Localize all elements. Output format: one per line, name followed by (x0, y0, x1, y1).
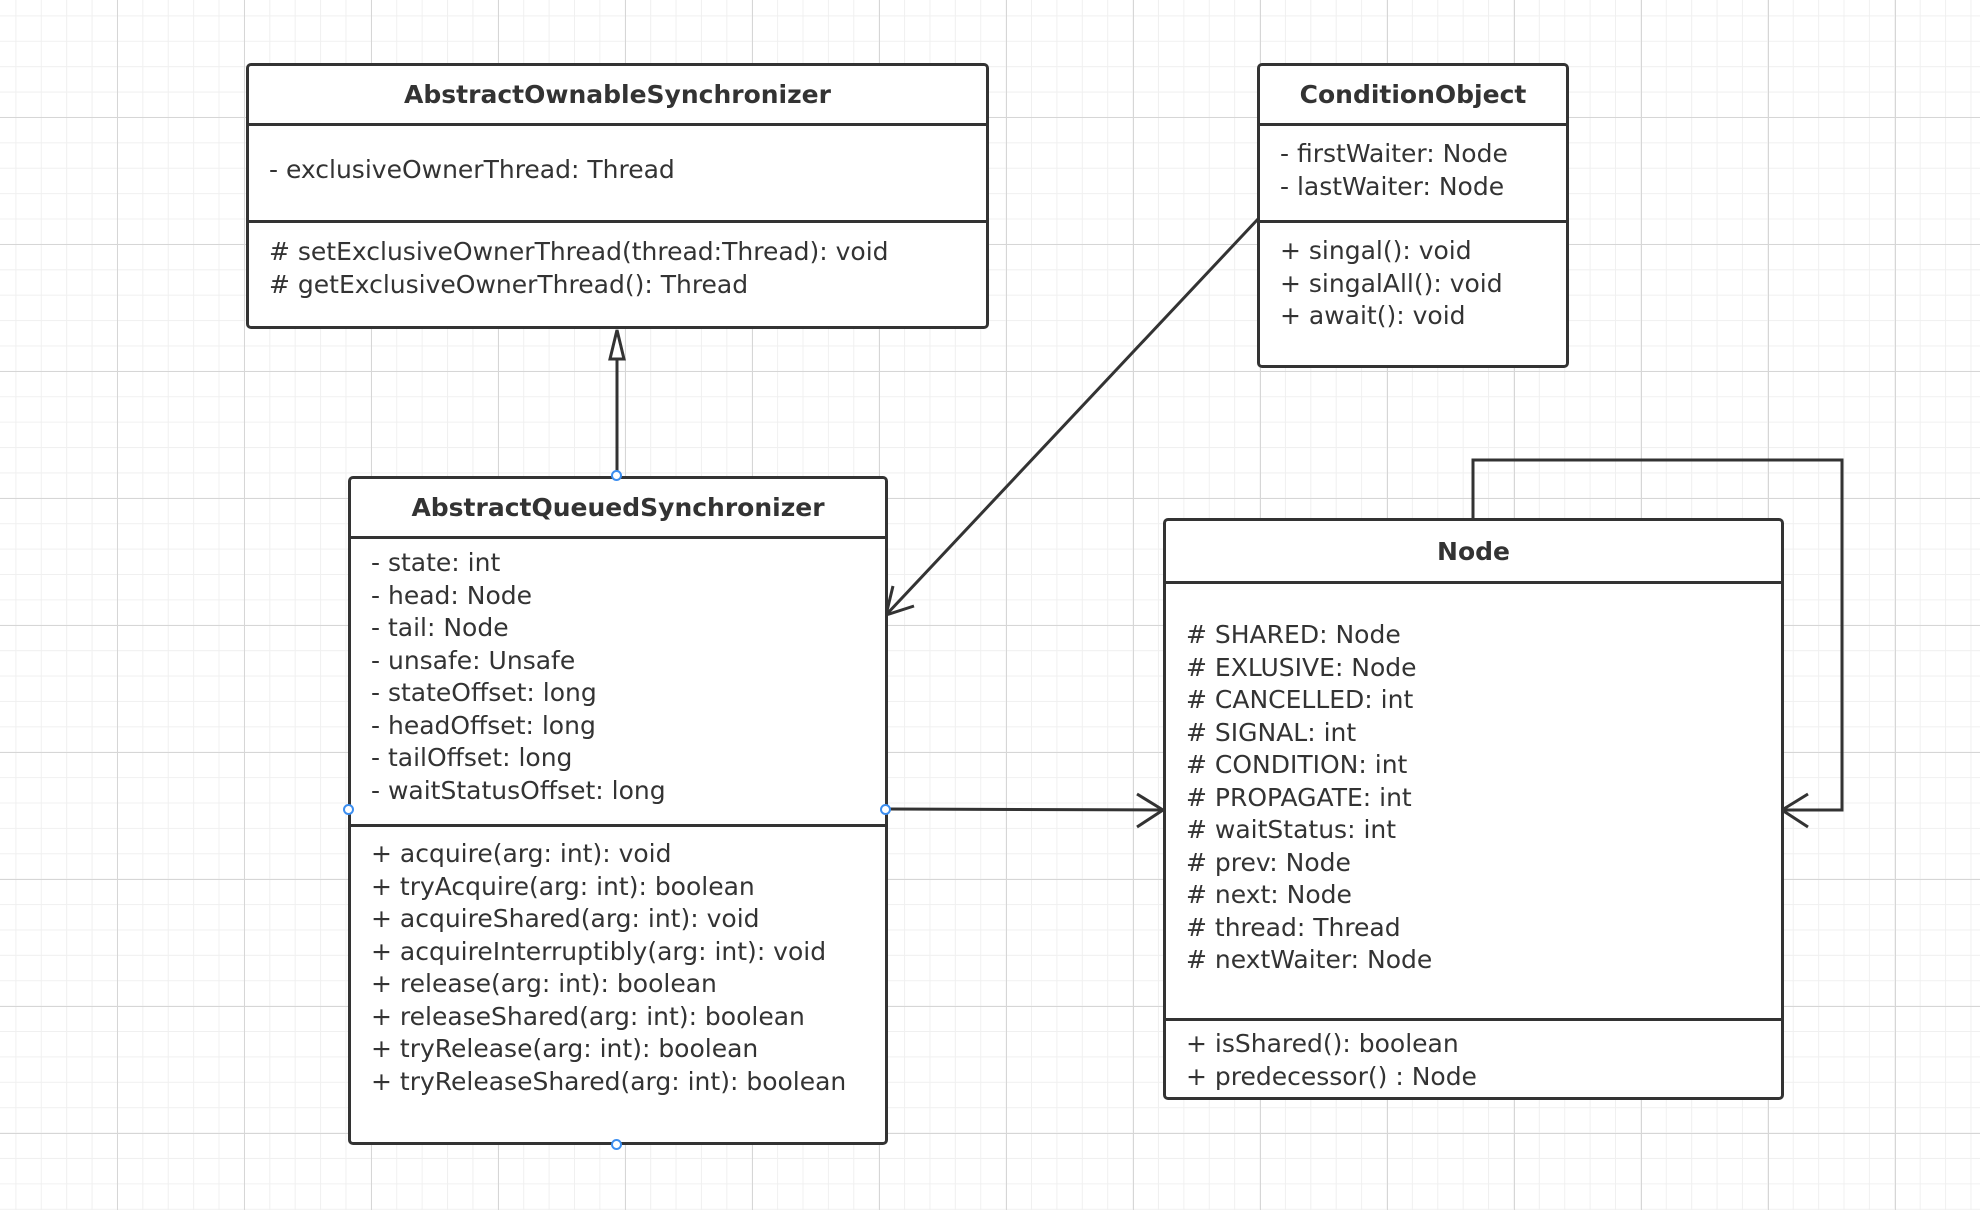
attributes-section: - firstWaiter: Node - lastWaiter: Node (1260, 126, 1566, 223)
attribute: - stateOffset: long (371, 678, 597, 707)
attribute: - lastWaiter: Node (1280, 171, 1505, 201)
methods-section: + singal(): void + singalAll(): void + a… (1260, 223, 1566, 333)
association-arrow-aqs-node[interactable] (885, 792, 1166, 829)
attribute: # EXLUSIVE: Node (1186, 652, 1417, 682)
methods-section: # setExclusiveOwnerThread(thread:Thread)… (249, 223, 986, 301)
attribute: - tailOffset: long (371, 743, 573, 772)
method: # setExclusiveOwnerThread(thread:Thread)… (269, 237, 889, 266)
method: + predecessor() : Node (1186, 1061, 1477, 1091)
attribute: - head: Node (371, 580, 532, 610)
method: + await(): void (1280, 301, 1466, 330)
class-node[interactable]: Node # SHARED: Node # EXLUSIVE: Node # C… (1163, 518, 1784, 1100)
attribute: # SIGNAL: int (1186, 717, 1357, 747)
class-name: ConditionObject (1260, 66, 1566, 126)
selection-handle-right[interactable] (880, 804, 891, 815)
attribute: # waitStatus: int (1186, 815, 1397, 844)
attribute: - firstWaiter: Node (1280, 139, 1508, 168)
class-name: Node (1166, 521, 1781, 584)
class-name: AbstractOwnableSynchronizer (249, 66, 986, 126)
attribute: - state: int (371, 548, 501, 577)
attribute: # prev: Node (1186, 847, 1351, 877)
class-abstract-queued-synchronizer[interactable]: AbstractQueuedSynchronizer - state: int … (348, 476, 888, 1145)
methods-section: + acquire(arg: int): void + tryAcquire(a… (351, 827, 885, 1098)
attribute: - headOffset: long (371, 710, 596, 740)
attribute: # PROPAGATE: int (1186, 782, 1412, 812)
method: + tryAcquire(arg: int): boolean (371, 871, 755, 901)
attribute: # next: Node (1186, 880, 1352, 909)
method: + isShared(): boolean (1186, 1029, 1459, 1058)
attribute: - tail: Node (371, 613, 509, 642)
method: + acquireInterruptibly(arg: int): void (371, 936, 827, 966)
attribute: # CANCELLED: int (1186, 685, 1414, 714)
attributes-section: - state: int - head: Node - tail: Node -… (351, 539, 885, 827)
method: + tryReleaseShared(arg: int): boolean (371, 1066, 847, 1096)
class-abstract-ownable-synchronizer[interactable]: AbstractOwnableSynchronizer - exclusiveO… (246, 63, 989, 329)
attribute: # nextWaiter: Node (1186, 945, 1433, 974)
attribute: # CONDITION: int (1186, 750, 1408, 779)
method: # getExclusiveOwnerThread(): Thread (269, 269, 749, 299)
selection-handle-left[interactable] (343, 804, 354, 815)
method: + acquireShared(arg: int): void (371, 904, 760, 933)
attribute: - waitStatusOffset: long (371, 775, 666, 805)
selection-handle-top[interactable] (611, 470, 622, 481)
method: + singalAll(): void (1280, 268, 1503, 298)
method: + singal(): void (1280, 236, 1472, 265)
method: + tryRelease(arg: int): boolean (371, 1034, 759, 1063)
class-name: AbstractQueuedSynchronizer (351, 479, 885, 539)
attribute: # SHARED: Node (1186, 620, 1401, 649)
inheritance-arrow[interactable] (608, 329, 626, 476)
attributes-section: # SHARED: Node # EXLUSIVE: Node # CANCEL… (1166, 584, 1781, 1021)
method: + acquire(arg: int): void (371, 839, 672, 868)
attribute: # thread: Thread (1186, 912, 1401, 942)
attribute: - exclusiveOwnerThread: Thread (269, 155, 675, 184)
methods-section: + isShared(): boolean + predecessor() : … (1166, 1021, 1781, 1093)
attribute: - unsafe: Unsafe (371, 645, 576, 675)
method: + releaseShared(arg: int): boolean (371, 1001, 805, 1031)
class-condition-object[interactable]: ConditionObject - firstWaiter: Node - la… (1257, 63, 1569, 368)
method: + release(arg: int): boolean (371, 969, 717, 998)
selection-handle-bottom[interactable] (611, 1139, 622, 1150)
attributes-section: - exclusiveOwnerThread: Thread (249, 126, 986, 223)
